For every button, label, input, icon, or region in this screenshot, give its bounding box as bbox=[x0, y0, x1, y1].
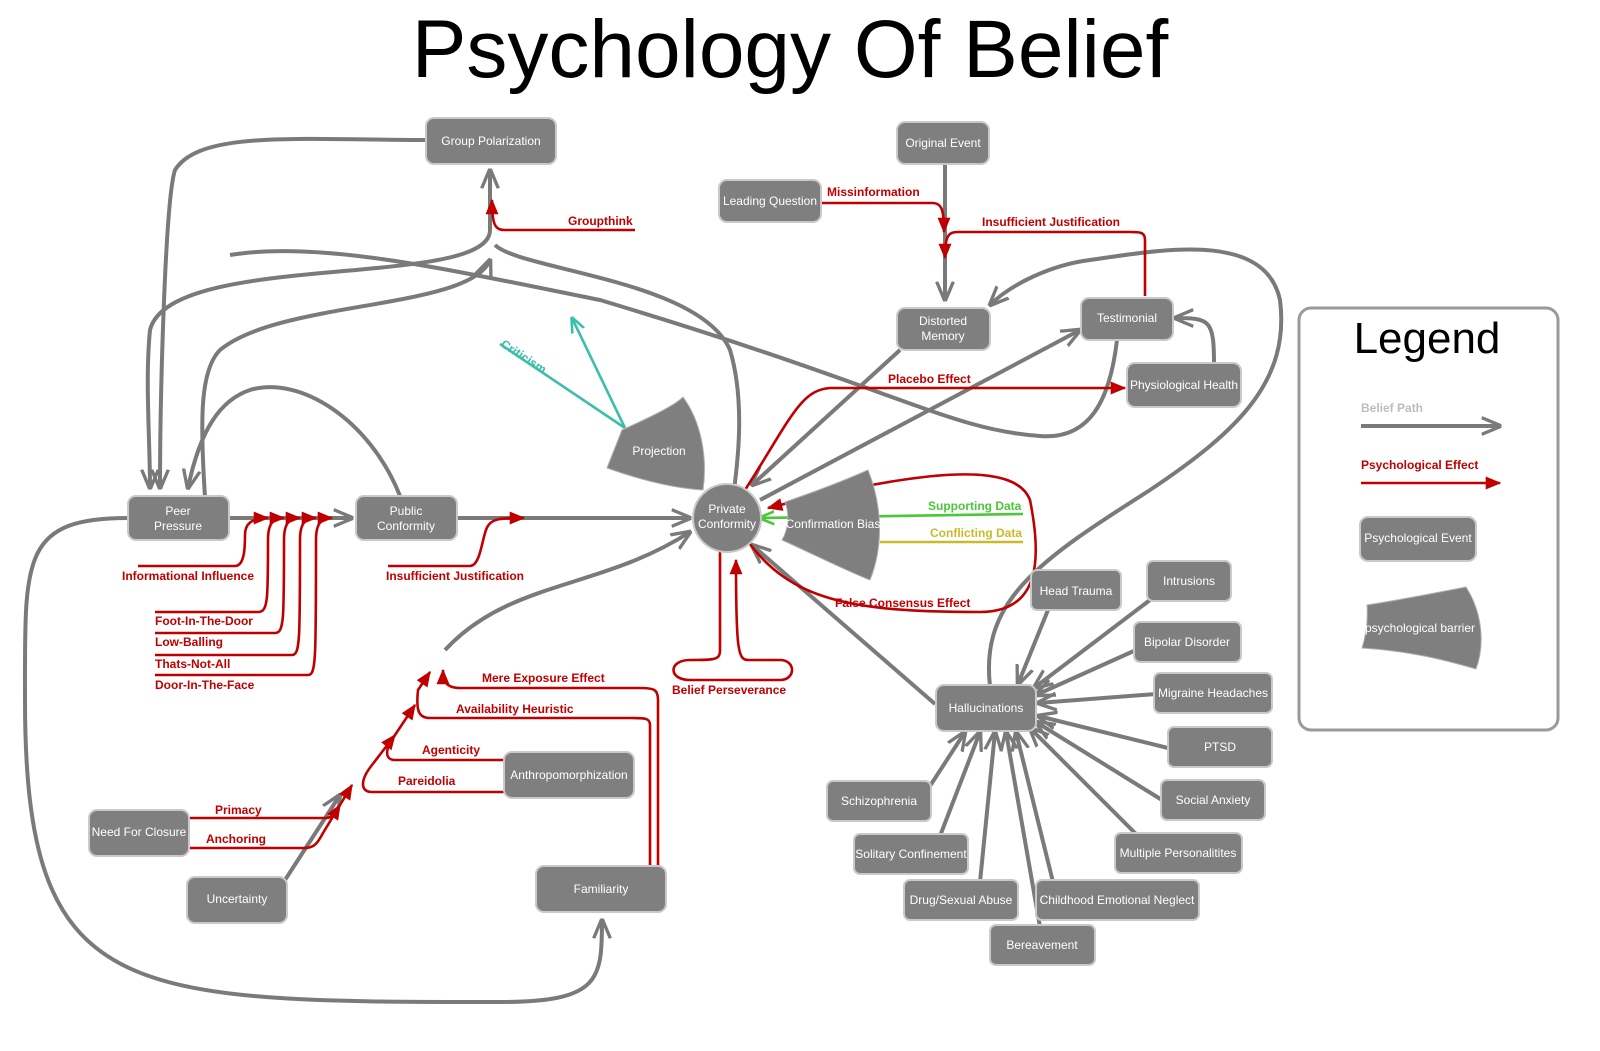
node-intrusions[interactable]: Intrusions bbox=[1146, 560, 1232, 602]
label-conflicting-data: Conflicting Data bbox=[930, 526, 1022, 540]
label-primacy: Primacy bbox=[215, 803, 262, 817]
node-solitary-confinement[interactable]: Solitary Confinement bbox=[853, 833, 969, 875]
node-bereavement[interactable]: Bereavement bbox=[989, 924, 1096, 966]
projection-label: Projection bbox=[632, 444, 685, 458]
legend-belief-path-label: Belief Path bbox=[1361, 401, 1423, 415]
node-leading-question[interactable]: Leading Question bbox=[718, 179, 822, 223]
svg-text:Public: Public bbox=[390, 504, 423, 518]
legend-barrier-swatch bbox=[1361, 586, 1482, 670]
legend-event-label: Psychological Event bbox=[1364, 531, 1472, 545]
node-private-conformity[interactable]: Private Conformity bbox=[692, 483, 762, 553]
legend: Legend Belief Path Psychological Effect … bbox=[1297, 306, 1560, 732]
svg-text:Bereavement: Bereavement bbox=[1006, 938, 1078, 952]
legend-barrier-label: psychological barrier bbox=[1365, 621, 1475, 635]
label-informational-influence: Informational Influence bbox=[122, 569, 254, 583]
label-groupthink: Groupthink bbox=[568, 214, 633, 228]
svg-text:Familiarity: Familiarity bbox=[574, 882, 629, 896]
node-schizophrenia[interactable]: Schizophrenia bbox=[826, 780, 932, 822]
node-ptsd[interactable]: PTSD bbox=[1167, 726, 1273, 768]
node-familiarity[interactable]: Familiarity bbox=[535, 865, 667, 913]
node-migraine-headaches[interactable]: Migraine Headaches bbox=[1153, 672, 1273, 714]
label-criticism: Criticism bbox=[498, 337, 549, 377]
label-foot-in-the-door: Foot-In-The-Door bbox=[155, 614, 253, 628]
svg-text:Head Trauma: Head Trauma bbox=[1040, 584, 1113, 598]
label-agenticity: Agenticity bbox=[422, 743, 480, 757]
svg-text:PTSD: PTSD bbox=[1204, 740, 1236, 754]
node-need-for-closure[interactable]: Need For Closure bbox=[88, 809, 190, 857]
node-multiple-personalities[interactable]: Multiple Personalitites bbox=[1114, 832, 1243, 874]
node-drug-sexual-abuse[interactable]: Drug/Sexual Abuse bbox=[903, 879, 1019, 921]
node-uncertainty[interactable]: Uncertainty bbox=[186, 876, 288, 924]
svg-text:Schizophrenia: Schizophrenia bbox=[841, 794, 917, 808]
node-social-anxiety[interactable]: Social Anxiety bbox=[1160, 779, 1266, 821]
label-door-in-the-face: Door-In-The-Face bbox=[155, 678, 255, 692]
node-hallucinations[interactable]: Hallucinations bbox=[935, 684, 1037, 732]
label-insufficient-justification-bottom: Insufficient Justification bbox=[386, 569, 524, 583]
node-peer-pressure[interactable]: Peer Pressure bbox=[127, 495, 230, 541]
label-thats-not-all: Thats-Not-All bbox=[155, 657, 230, 671]
label-low-balling: Low-Balling bbox=[155, 635, 223, 649]
node-childhood-emotional-neglect[interactable]: Childhood Emotional Neglect bbox=[1035, 879, 1200, 921]
confirmation-bias-label: Confirmation Bias bbox=[786, 517, 881, 531]
criticism-edge bbox=[572, 318, 627, 429]
criticism-edge-2 bbox=[499, 342, 626, 430]
svg-text:Childhood Emotional Neglect: Childhood Emotional Neglect bbox=[1040, 893, 1195, 907]
label-insufficient-justification-top: Insufficient Justification bbox=[982, 215, 1120, 229]
legend-psychological-effect-label: Psychological Effect bbox=[1361, 458, 1478, 472]
svg-text:Physiological Health: Physiological Health bbox=[1130, 378, 1238, 392]
svg-text:Anthropomorphization: Anthropomorphization bbox=[510, 768, 627, 782]
barrier-confirmation-bias: Confirmation Bias bbox=[781, 469, 881, 581]
label-misinformation: Missinformation bbox=[827, 185, 920, 199]
node-testimonial[interactable]: Testimonial bbox=[1080, 297, 1174, 341]
svg-text:Distorted: Distorted bbox=[919, 314, 967, 328]
label-pareidolia: Pareidolia bbox=[398, 774, 456, 788]
svg-text:Group Polarization: Group Polarization bbox=[441, 134, 540, 148]
svg-text:Multiple Personalitites: Multiple Personalitites bbox=[1120, 846, 1237, 860]
node-head-trauma[interactable]: Head Trauma bbox=[1030, 569, 1122, 611]
label-availability-heuristic: Availability Heuristic bbox=[456, 702, 574, 716]
svg-text:Conformity: Conformity bbox=[377, 519, 435, 533]
legend-title: Legend bbox=[1354, 314, 1501, 363]
svg-text:Original Event: Original Event bbox=[905, 136, 981, 150]
svg-text:Peer: Peer bbox=[165, 504, 190, 518]
label-placebo-effect: Placebo Effect bbox=[888, 372, 971, 386]
svg-text:Conformity: Conformity bbox=[698, 517, 756, 531]
svg-text:Need For Closure: Need For Closure bbox=[92, 825, 187, 839]
svg-text:Social Anxiety: Social Anxiety bbox=[1176, 793, 1251, 807]
label-belief-perseverance: Belief Perseverance bbox=[672, 683, 786, 697]
label-supporting-data: Supporting Data bbox=[928, 499, 1022, 513]
node-bipolar-disorder[interactable]: Bipolar Disorder bbox=[1133, 621, 1242, 663]
node-original-event[interactable]: Original Event bbox=[896, 121, 990, 165]
node-distorted-memory[interactable]: Distorted Memory bbox=[896, 307, 991, 351]
svg-text:Private: Private bbox=[708, 502, 746, 516]
svg-text:Bipolar Disorder: Bipolar Disorder bbox=[1144, 635, 1230, 649]
legend-event-swatch bbox=[1359, 516, 1477, 562]
svg-text:Leading Question: Leading Question bbox=[723, 194, 817, 208]
label-mere-exposure-effect: Mere Exposure Effect bbox=[482, 671, 605, 685]
svg-text:Intrusions: Intrusions bbox=[1163, 574, 1215, 588]
diagram-title: Psychology Of Belief bbox=[411, 4, 1169, 95]
svg-text:Pressure: Pressure bbox=[154, 519, 202, 533]
node-physiological-health[interactable]: Physiological Health bbox=[1126, 362, 1242, 408]
svg-text:Memory: Memory bbox=[921, 329, 964, 343]
svg-text:Hallucinations: Hallucinations bbox=[949, 701, 1024, 715]
node-group-polarization[interactable]: Group Polarization bbox=[425, 117, 557, 165]
effect-labels: Groupthink Missinformation Insufficient … bbox=[122, 185, 1120, 846]
psychological-effect-edges bbox=[138, 198, 1147, 866]
label-false-consensus-effect: False Consensus Effect bbox=[835, 596, 970, 610]
label-anchoring: Anchoring bbox=[206, 832, 266, 846]
svg-text:Solitary Confinement: Solitary Confinement bbox=[855, 847, 967, 861]
svg-text:Drug/Sexual Abuse: Drug/Sexual Abuse bbox=[910, 893, 1013, 907]
svg-text:Testimonial: Testimonial bbox=[1097, 311, 1157, 325]
svg-text:Migraine Headaches: Migraine Headaches bbox=[1158, 686, 1268, 700]
node-anthropomorphization[interactable]: Anthropomorphization bbox=[503, 751, 635, 799]
barrier-projection: Projection bbox=[606, 396, 705, 491]
svg-text:Uncertainty: Uncertainty bbox=[207, 892, 268, 906]
node-public-conformity[interactable]: Public Conformity bbox=[355, 495, 458, 541]
